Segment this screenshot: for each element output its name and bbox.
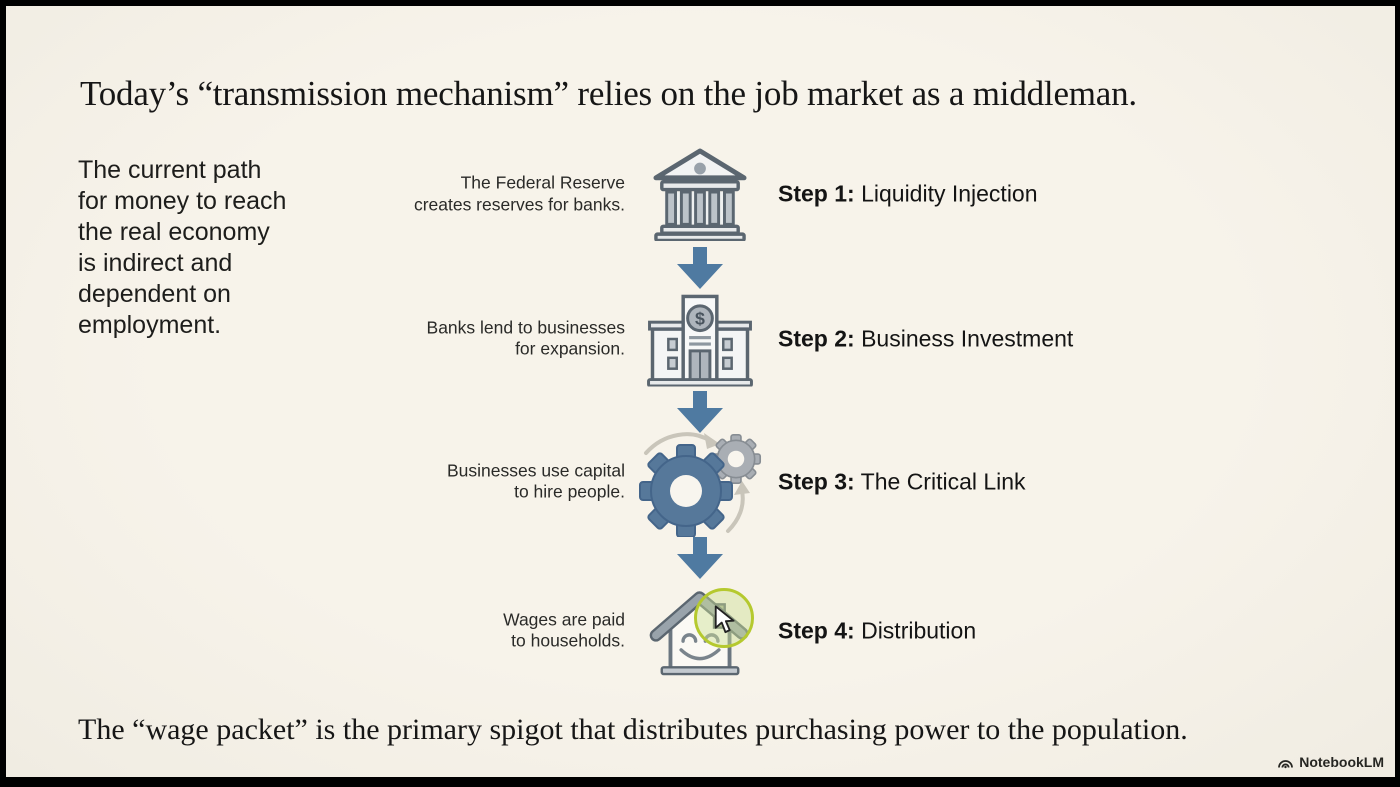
- down-arrow-icon: [677, 247, 723, 289]
- gears-icon: [636, 427, 764, 538]
- notebooklm-watermark: NotebookLM: [1277, 754, 1384, 770]
- step-label: Step 3: The Critical Link: [778, 468, 1026, 494]
- intro-line: The current path: [78, 156, 262, 184]
- intro-line: dependent on: [78, 280, 231, 308]
- step-4-row: Wages are paid to households. Step 4: Di…: [0, 584, 1400, 677]
- step-description: Businesses use capital to hire people.: [446, 460, 625, 502]
- step-3-row: Businesses use capital to hire people.: [0, 430, 1400, 538]
- step-description: Wages are paid to households.: [503, 609, 625, 651]
- notebooklm-logo-icon: [1277, 755, 1294, 769]
- step-description: Banks lend to businesses for expansion.: [426, 317, 625, 359]
- intro-line: is indirect and: [78, 249, 233, 277]
- footer-text: The “wage packet” is the primary spigot …: [78, 713, 1188, 746]
- cursor-pointer-icon: [714, 605, 736, 635]
- slide-title: Today’s “transmission mechanism” relies …: [80, 74, 1137, 113]
- step-label: Step 1: Liquidity Injection: [778, 180, 1038, 207]
- step-1-row: The Federal Reserve creates reserves for…: [0, 147, 1400, 243]
- step-label: Step 4: Distribution: [778, 617, 977, 643]
- intro-text: The current path for money to reach the …: [78, 155, 286, 341]
- intro-line: employment.: [78, 311, 222, 339]
- business-bank-icon: $: [645, 291, 755, 387]
- down-arrow-icon: [677, 537, 723, 579]
- svg-text:$: $: [695, 308, 705, 328]
- down-arrow-icon: [677, 391, 723, 433]
- intro-line: for money to reach: [78, 187, 287, 215]
- step-2-row: Banks lend to businesses for expansion. …: [0, 291, 1400, 387]
- federal-reserve-bank-icon: [648, 147, 752, 243]
- brand-label: NotebookLM: [1299, 754, 1384, 770]
- intro-line: the real economy: [78, 218, 270, 246]
- step-label: Step 2: Business Investment: [778, 325, 1074, 351]
- step-description: The Federal Reserve creates reserves for…: [413, 172, 625, 215]
